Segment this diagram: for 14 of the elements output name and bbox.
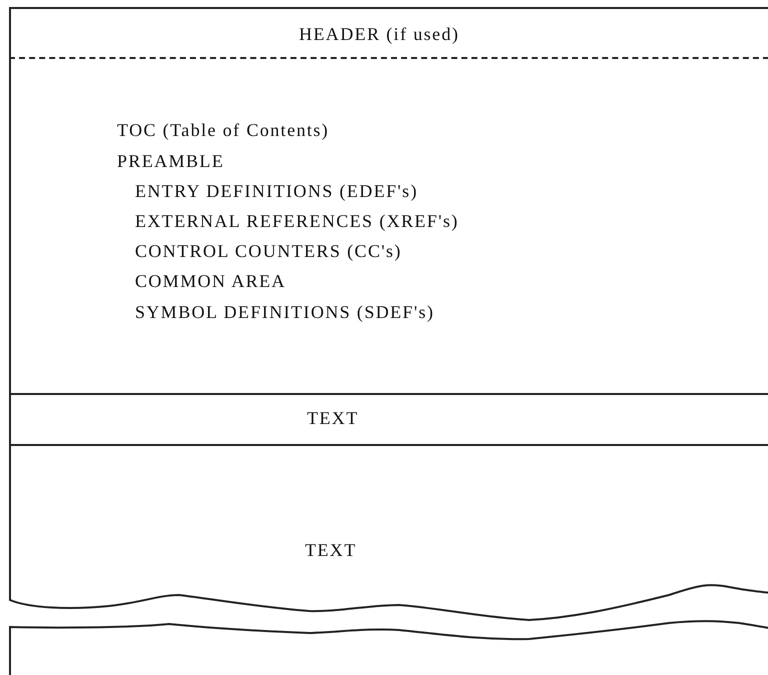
section-item: PREAMBLE	[117, 150, 224, 172]
text-band	[9, 394, 768, 446]
band-label: HEADER (if used)	[299, 23, 460, 45]
section-item: ENTRY DEFINITIONS (EDEF's)	[135, 180, 418, 202]
section-item: COMMON AREA	[135, 270, 286, 292]
header-band	[9, 7, 768, 59]
preamble-band	[9, 58, 768, 395]
section-item: CONTROL COUNTERS (CC's)	[135, 240, 402, 262]
continuation-band	[9, 618, 768, 675]
band-label: TEXT	[307, 407, 359, 429]
section-item: TOC (Table of Contents)	[117, 119, 330, 141]
section-item: SYMBOL DEFINITIONS (SDEF's)	[135, 301, 434, 323]
section-item: EXTERNAL REFERENCES (XREF's)	[135, 210, 459, 232]
band-label: TEXT	[305, 539, 357, 561]
